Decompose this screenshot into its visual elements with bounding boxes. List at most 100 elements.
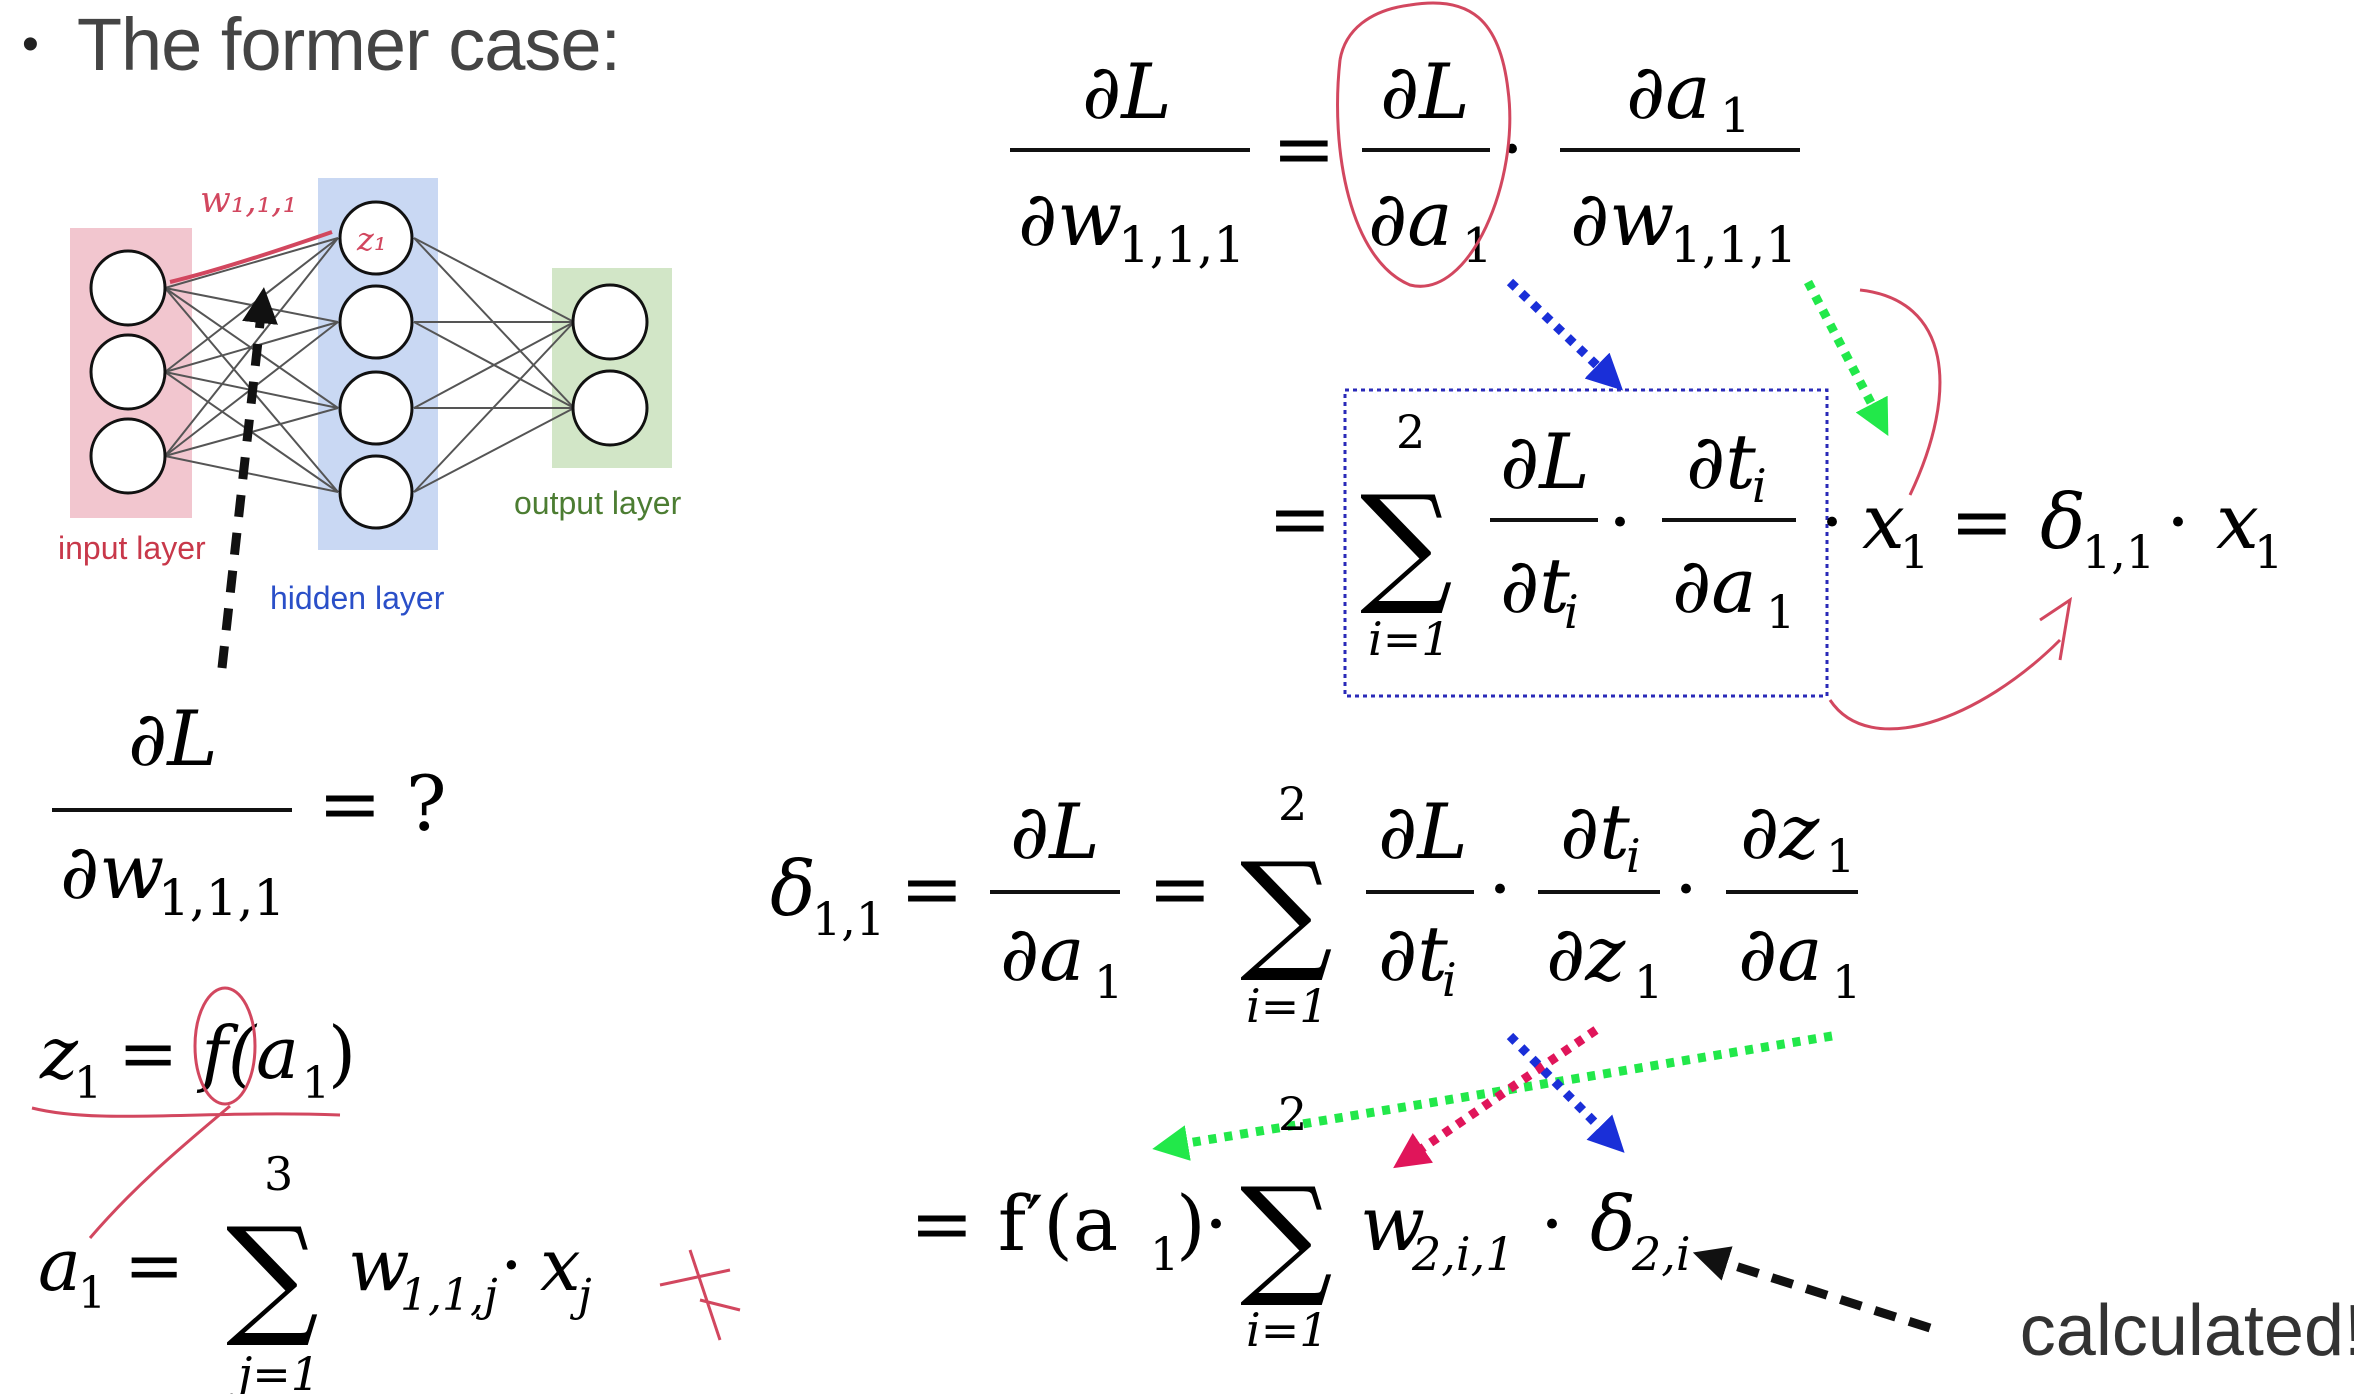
- svg-text:∂L: ∂L: [1500, 417, 1590, 506]
- svg-text:2: 2: [1278, 1087, 1307, 1141]
- svg-text:∑: ∑: [1360, 467, 1453, 619]
- svg-text:1: 1: [74, 1058, 102, 1109]
- svg-text:∂L: ∂L: [1082, 47, 1172, 136]
- z1-lhs: z: [39, 1011, 79, 1095]
- a1-lhs: a: [38, 1223, 81, 1307]
- a1-sum-lower: j=1: [229, 1347, 320, 1394]
- svg-text:∂a: ∂a: [1000, 909, 1085, 998]
- svg-text:·: ·: [500, 1223, 523, 1307]
- svg-text:=: =: [900, 844, 964, 933]
- slide-heading: The former case:: [76, 2, 621, 86]
- svg-text:1: 1: [1832, 955, 1861, 1009]
- svg-text:∂z: ∂z: [1740, 787, 1820, 876]
- w-subscript: 2,i,1: [1411, 1227, 1515, 1281]
- svg-text:i=1: i=1: [1246, 979, 1329, 1033]
- svg-text:∂t: ∂t: [1686, 417, 1756, 506]
- w-term: w: [1360, 1179, 1425, 1268]
- chain-rule-top: ∂L ∂w 1,1,1 = ∂L ∂a 1 · ∂a 1 ∂w 1,1,1: [1010, 1, 1800, 288]
- svg-text:·: ·: [1488, 844, 1512, 933]
- hidden-neuron-3: [338, 370, 414, 446]
- input-neuron-1: [89, 249, 167, 327]
- black-dashed-arrow: [217, 287, 278, 669]
- hidden-neuron-4: [338, 454, 414, 530]
- chain-sum-lower: i=1: [1368, 612, 1451, 666]
- chain-rule-expansion: = 2 ∑ i=1 ∂L ∂t i · ∂t i ∂a 1 · x 1 = δ …: [1268, 288, 2283, 731]
- question-numerator: ∂L: [128, 694, 218, 783]
- svg-text:1: 1: [1720, 88, 1751, 144]
- svg-text:1: 1: [302, 1058, 330, 1109]
- svg-text:1,1,1: 1,1,1: [1670, 216, 1797, 274]
- calculated-note: calculated!: [2019, 1291, 2354, 1371]
- svg-text:x: x: [1862, 477, 1905, 566]
- output-neuron-1: [571, 283, 649, 361]
- delta-symbol: δ: [770, 844, 816, 933]
- svg-text:∂a: ∂a: [1738, 909, 1823, 998]
- svg-text:1,1: 1,1: [2082, 525, 2155, 579]
- fprime-text: = f′(a: [910, 1179, 1118, 1268]
- question-subscript: 1,1,1: [158, 869, 285, 927]
- svg-text:): ): [1176, 1179, 1206, 1268]
- svg-text:1: 1: [1826, 829, 1855, 883]
- z1-rhs: = f(a: [118, 1011, 299, 1095]
- svg-text:1: 1: [1900, 525, 1929, 579]
- question-rhs: = ?: [318, 759, 447, 848]
- network-diagram: w₁,₁,₁ z₁: [70, 178, 672, 669]
- svg-text:i=1: i=1: [1246, 1303, 1329, 1357]
- svg-text:∂a: ∂a: [1626, 47, 1711, 136]
- green-dotted-arrow-top: [1804, 279, 1889, 436]
- svg-text:1: 1: [1094, 955, 1123, 1009]
- svg-text:·: ·: [1674, 844, 1698, 933]
- svg-text:∂w: ∂w: [1018, 174, 1122, 263]
- delta-equation: δ 1,1 = ∂L ∂a 1 = 2 ∑ i=1 ∂L ∂t i · ∂t i…: [770, 777, 1861, 1033]
- svg-text:∂t: ∂t: [1378, 909, 1448, 998]
- svg-text:·: ·: [1540, 1179, 1564, 1268]
- svg-text:=: =: [1950, 477, 2014, 566]
- a1-sum-upper: 3: [264, 1147, 293, 1201]
- svg-text:=: =: [1148, 844, 1212, 933]
- svg-text:δ: δ: [2040, 477, 2086, 566]
- svg-text:1: 1: [78, 1268, 106, 1319]
- svg-text:1: 1: [1766, 585, 1795, 639]
- svg-text:∑: ∑: [1240, 1159, 1333, 1311]
- input-neuron-3: [89, 417, 167, 495]
- hidden-neuron-1: [338, 200, 414, 276]
- svg-text:∂t: ∂t: [1500, 541, 1570, 630]
- question-denominator: ∂w: [60, 827, 164, 916]
- svg-text:1: 1: [1634, 955, 1663, 1009]
- handwritten-weight-stroke: [169, 230, 333, 284]
- svg-text:=: =: [1268, 474, 1332, 563]
- bullet-dot: •: [22, 17, 39, 71]
- delta-term-subscript: 2,i: [1631, 1227, 1691, 1281]
- svg-text:): ): [328, 1011, 356, 1095]
- black-dashed-arrow-calculated: [1692, 1246, 1932, 1333]
- a1-equation: a 1 = 3 ∑ j=1 w 1,1,j · x j: [38, 1147, 741, 1394]
- z1-equation: z 1 = f(a 1 ): [31, 986, 356, 1239]
- connections: [164, 237, 575, 493]
- hidden-layer-label: hidden layer: [270, 580, 445, 616]
- svg-text:∑: ∑: [1240, 834, 1333, 986]
- svg-text:x: x: [540, 1223, 581, 1307]
- svg-text:∂w: ∂w: [1570, 174, 1674, 263]
- svg-text:i: i: [1752, 459, 1767, 513]
- neurons: [89, 200, 649, 530]
- svg-text:1: 1: [2254, 525, 2283, 579]
- blue-dotted-arrow-top: [1506, 278, 1623, 391]
- svg-text:∂L: ∂L: [1380, 47, 1470, 136]
- svg-text:∑: ∑: [226, 1199, 319, 1351]
- chain-sum-upper: 2: [1396, 405, 1425, 459]
- svg-text:∂a: ∂a: [1368, 174, 1453, 263]
- svg-text:w: w: [348, 1223, 410, 1307]
- svg-text:1,1,1: 1,1,1: [1118, 216, 1245, 274]
- input-neuron-2: [89, 333, 167, 411]
- svg-text:2: 2: [1278, 777, 1307, 831]
- svg-text:∂t: ∂t: [1560, 787, 1630, 876]
- svg-text:1,1,j: 1,1,j: [400, 1270, 498, 1321]
- svg-text:x: x: [2216, 477, 2259, 566]
- svg-text:=: =: [124, 1223, 184, 1307]
- output-layer-label: output layer: [514, 485, 682, 521]
- svg-text:·: ·: [1204, 1179, 1228, 1268]
- svg-text:=: =: [1272, 104, 1336, 193]
- svg-text:∂a: ∂a: [1672, 541, 1757, 630]
- handwritten-z1-label: z₁: [356, 220, 387, 258]
